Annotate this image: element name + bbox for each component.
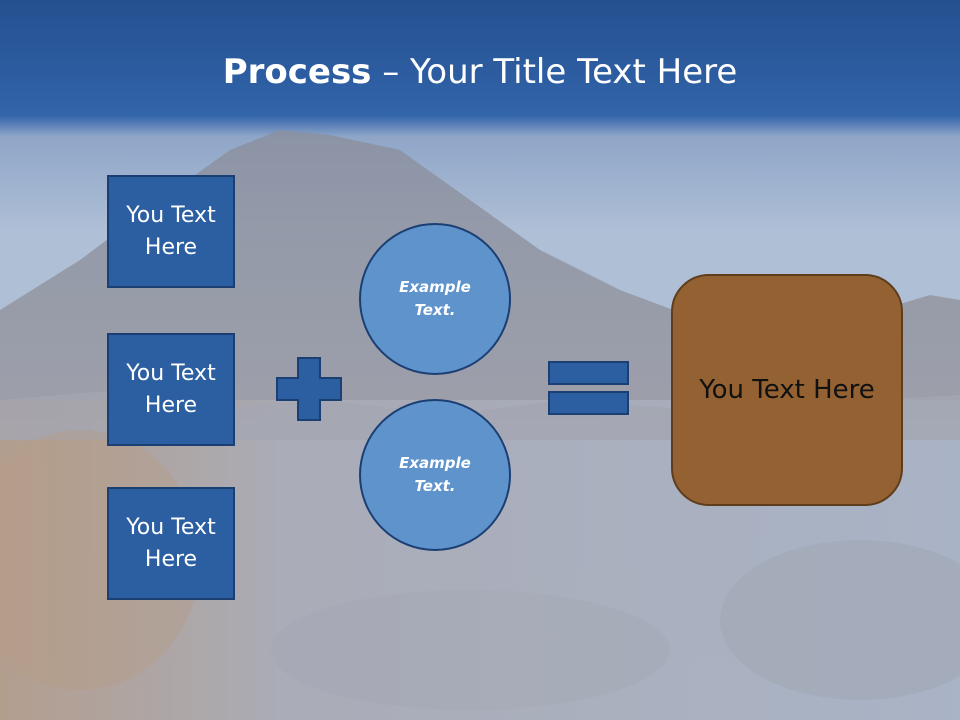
circle-label: Example Text. — [399, 454, 471, 495]
equals-icon — [548, 361, 629, 415]
plus-icon — [276, 357, 342, 421]
input-box-label: You Text Here — [126, 514, 216, 572]
circle-label: Example Text. — [399, 278, 471, 319]
example-circle-1[interactable]: Example Text. — [359, 223, 511, 375]
slide-title: Process – Your Title Text Here — [0, 52, 960, 92]
result-box[interactable]: You Text Here — [671, 274, 903, 506]
input-box-label: You Text Here — [126, 360, 216, 418]
input-box-3[interactable]: You Text Here — [107, 487, 235, 600]
input-box-label: You Text Here — [126, 202, 216, 260]
input-box-1[interactable]: You Text Here — [107, 175, 235, 288]
input-box-2[interactable]: You Text Here — [107, 333, 235, 446]
result-label: You Text Here — [699, 375, 875, 405]
title-bold: Process — [222, 52, 372, 92]
example-circle-2[interactable]: Example Text. — [359, 399, 511, 551]
title-rest: – Your Title Text Here — [371, 52, 738, 92]
